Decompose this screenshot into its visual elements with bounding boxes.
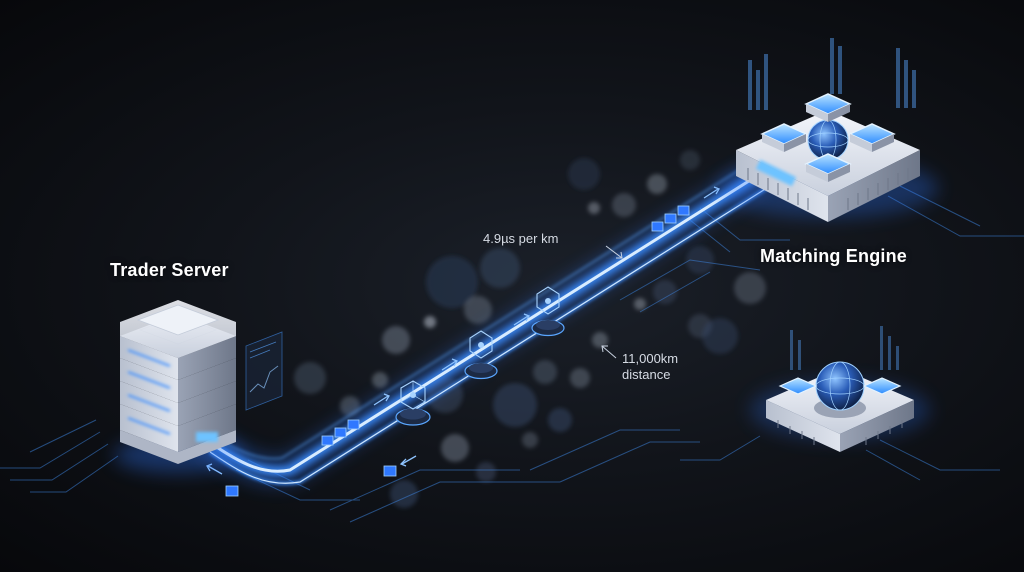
direction-arrows bbox=[206, 186, 720, 475]
chip-bottom bbox=[804, 153, 852, 182]
server-rack-icon bbox=[114, 300, 242, 473]
distance-caption: distance bbox=[622, 367, 671, 382]
globe-node-icon bbox=[750, 326, 930, 452]
data-packet-icon bbox=[225, 205, 690, 497]
annotation-arrows bbox=[601, 245, 623, 359]
matching-engine-label: Matching Engine bbox=[760, 246, 907, 266]
relay-node-1 bbox=[395, 380, 431, 426]
circuit-traces bbox=[0, 185, 1024, 523]
distance-annotation: 11,000km distance bbox=[622, 351, 678, 383]
distance-value: 11,000km bbox=[622, 351, 679, 366]
relay-node-3 bbox=[531, 286, 565, 337]
chip-left bbox=[760, 123, 808, 152]
chip-right bbox=[848, 123, 896, 152]
chip-array-icon bbox=[718, 38, 938, 222]
relay-node-2 bbox=[464, 330, 498, 380]
trader-server-label: Trader Server bbox=[110, 260, 229, 280]
chart-panel-icon bbox=[245, 331, 283, 411]
latency-annotation: 4.9µs per km bbox=[483, 231, 559, 246]
chip-top bbox=[804, 93, 852, 122]
